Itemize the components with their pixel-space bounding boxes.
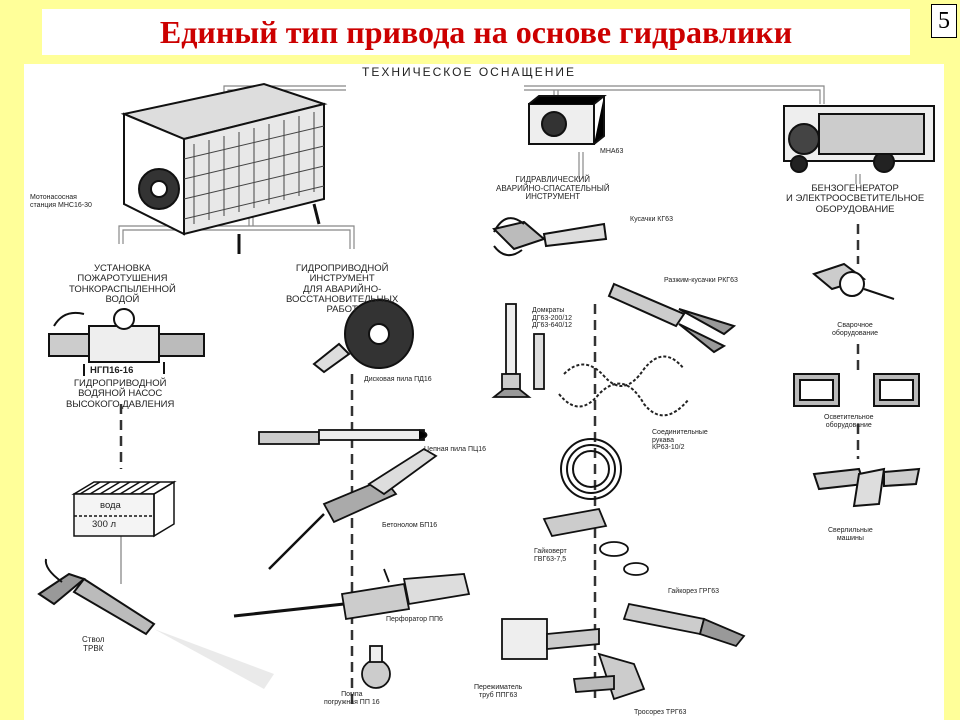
pipe-clamp-illustration (501, 618, 600, 660)
trunk-lines (119, 224, 860, 704)
disc-saw-illustration (312, 299, 414, 374)
slide-number: 5 (931, 4, 957, 38)
title-box: Единый тип привода на основе гидравлики (42, 9, 910, 55)
tank-volume: 300 л (92, 519, 117, 530)
nut-runner-illustration (542, 507, 649, 576)
breaker-label: Бетонолом БП16 (382, 522, 438, 529)
spreader-cutter-label: Разжим-кусачки РКГ63 (664, 277, 738, 284)
cutter-illustration (492, 217, 608, 257)
pump-ngp-code: НГП16-16 (90, 365, 134, 376)
lighting-illustration (793, 373, 920, 407)
diagram-drawing (37, 82, 935, 704)
water-tank-illustration (71, 480, 177, 538)
chains-illustration (558, 355, 690, 417)
spreader-cutter-illustration (607, 282, 737, 354)
mna-illustration (528, 95, 607, 145)
tank-label: вода (100, 500, 121, 511)
perforator-illustration (233, 568, 471, 621)
chain-saw-illustration (258, 429, 428, 445)
cable-cutter-illustration (572, 652, 646, 701)
generator-illustration (783, 105, 935, 173)
nozzle-illustration (37, 558, 274, 689)
nut-cutter-label: Гайкорез ГРГ63 (668, 588, 720, 595)
cable-cutter-label: Тросорез ТРГ63 (634, 709, 687, 716)
disc-saw-label: Дисковая пила ПД16 (364, 376, 432, 383)
ngp-pump-illustration (48, 308, 205, 376)
slide-title: Единый тип привода на основе гидравлики (159, 14, 793, 50)
drills-illustration (812, 467, 921, 508)
mna-label: МНА63 (600, 148, 624, 155)
perforator-label: Перфоратор ПП6 (386, 616, 443, 623)
hoses-illustration (560, 438, 622, 500)
welding-illustration (811, 262, 895, 300)
jacks-illustration (491, 303, 545, 398)
breaker-illustration (268, 447, 438, 570)
chain-saw-label: Цепная пила ПЦ16 (424, 446, 486, 453)
root-label: ТЕХНИЧЕСКОЕ ОСНАЩЕНИЕ (362, 65, 577, 79)
cutter-label: Кусачки КГ63 (630, 216, 673, 223)
pump-station-illustration (120, 82, 328, 254)
sub-pump-illustration (361, 645, 391, 689)
nut-cutter-illustration (622, 602, 746, 648)
